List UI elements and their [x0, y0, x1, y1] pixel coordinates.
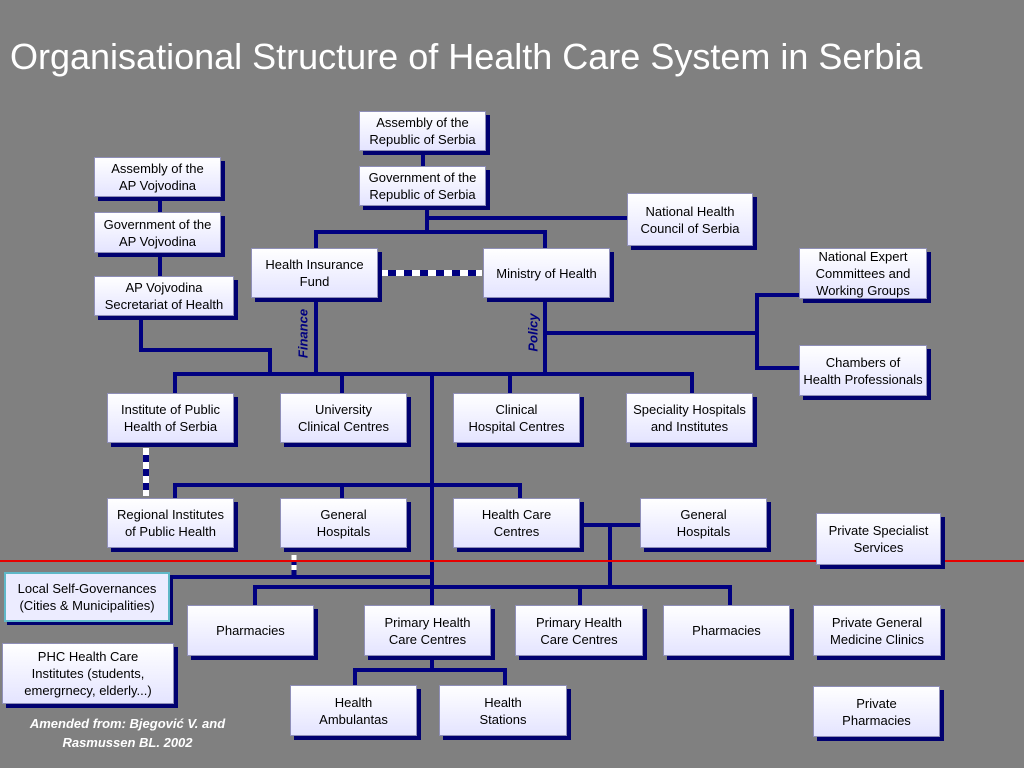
general-hospitals-box: General Hospitals: [280, 498, 407, 548]
chambers-box: Chambers of Health Professionals: [799, 345, 927, 396]
policy-label: Policy: [525, 313, 541, 352]
health-care-centres-box: Health Care Centres: [453, 498, 580, 548]
pharmacies-box: Pharmacies: [663, 605, 790, 656]
government-vojvodina-box: Government of the AP Vojvodina: [94, 212, 221, 253]
institute-public-health-box: Institute of Public Health of Serbia: [107, 393, 234, 443]
private-specialist-box: Private Specialist Services: [816, 513, 941, 565]
university-clinical-centres-box: University Clinical Centres: [280, 393, 407, 443]
assembly-vojvodina-box: Assembly of the AP Vojvodina: [94, 157, 221, 197]
primary-health-care-box: Primary Health Care Centres: [515, 605, 643, 656]
assembly-republic-box: Assembly of the Republic of Serbia: [359, 111, 486, 151]
health-stations-box: Health Stations: [439, 685, 567, 736]
phc-institutes-box: PHC Health Care Institutes (students, em…: [2, 643, 174, 704]
secretariat-vojvodina-box: AP Vojvodina Secretariat of Health: [94, 276, 234, 316]
finance-label: Finance: [295, 308, 311, 359]
government-republic-box: Government of the Republic of Serbia: [359, 166, 486, 206]
clinical-hospital-centres-box: Clinical Hospital Centres: [453, 393, 580, 443]
national-expert-committees-box: National Expert Committees and Working G…: [799, 248, 927, 299]
health-ambulantas-box: Health Ambulantas: [290, 685, 417, 736]
health-insurance-fund-box: Health Insurance Fund: [251, 248, 378, 298]
national-health-council-box: National Health Council of Serbia: [627, 193, 753, 246]
pharmacies-box: Pharmacies: [187, 605, 314, 656]
primary-health-care-box: Primary Health Care Centres: [364, 605, 491, 656]
speciality-hospitals-box: Speciality Hospitals and Institutes: [626, 393, 753, 443]
private-pharmacies-box: Private Pharmacies: [813, 686, 940, 737]
local-self-governance-box: Local Self-Governances (Cities & Municip…: [4, 572, 170, 622]
page-title: Organisational Structure of Health Care …: [10, 36, 923, 77]
ministry-of-health-box: Ministry of Health: [483, 248, 610, 298]
private-general-clinics-box: Private General Medicine Clinics: [813, 605, 941, 656]
regional-institutes-box: Regional Institutes of Public Health: [107, 498, 234, 548]
general-hospitals-box: General Hospitals: [640, 498, 767, 548]
source-credit: Amended from: Bjegović V. and Rasmussen …: [29, 716, 226, 750]
